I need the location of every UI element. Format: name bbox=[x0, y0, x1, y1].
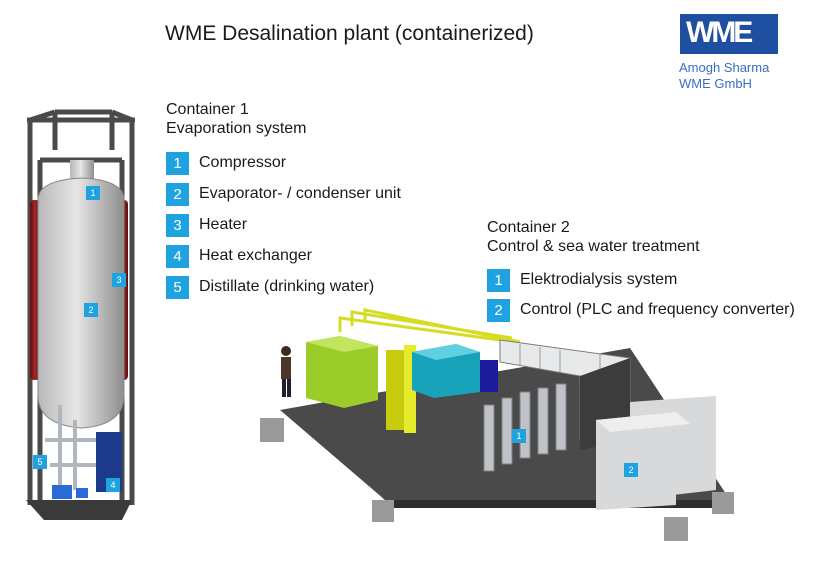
tag-compressor: 1 bbox=[86, 186, 100, 200]
cyan-tank bbox=[412, 344, 480, 398]
author-name: Amogh Sharma bbox=[679, 60, 770, 75]
tag-control: 2 bbox=[624, 463, 638, 477]
legend-item: 2 Control (PLC and frequency converter) bbox=[487, 298, 795, 322]
heater-left bbox=[30, 200, 40, 380]
tower-base bbox=[26, 500, 132, 520]
tag-heater: 3 bbox=[112, 273, 126, 287]
container-floor-edge bbox=[385, 500, 730, 508]
foot bbox=[712, 492, 734, 514]
legend-item: 1 Elektrodialysis system bbox=[487, 268, 795, 292]
tag-electrodialysis: 1 bbox=[512, 429, 526, 443]
wall-panels bbox=[499, 339, 631, 441]
tag-distillate: 5 bbox=[33, 455, 47, 469]
heater-right bbox=[118, 200, 128, 380]
legend-label: Compressor bbox=[199, 154, 287, 171]
outlet-valve bbox=[76, 488, 88, 498]
tag-heat-exchanger: 4 bbox=[106, 478, 120, 492]
container1-subheading: Evaporation system bbox=[166, 120, 307, 137]
number-badge: 2 bbox=[166, 182, 189, 206]
company-name: WME GmbH bbox=[679, 76, 752, 91]
page-title: WME Desalination plant (containerized) bbox=[165, 22, 534, 45]
distillate-pump bbox=[52, 485, 72, 499]
compressor bbox=[70, 160, 94, 188]
number-badge: 3 bbox=[166, 213, 189, 237]
logo-text: WME bbox=[686, 16, 753, 49]
container-floor bbox=[280, 348, 730, 500]
container1-legend: Container 1 Evaporation system 1 Compres… bbox=[166, 100, 401, 299]
number-badge: 1 bbox=[487, 268, 510, 292]
legend-item: 5 Distillate (drinking water) bbox=[166, 275, 401, 299]
wme-logo: WME bbox=[680, 14, 778, 54]
number-badge: 5 bbox=[166, 275, 189, 299]
person-figure bbox=[281, 346, 291, 397]
container2-heading: Container 2 bbox=[487, 219, 570, 236]
tower-frame bbox=[27, 109, 135, 510]
feed-tank bbox=[306, 336, 378, 408]
container1-heading: Container 1 bbox=[166, 101, 249, 118]
legend-item: 2 Evaporator- / condenser unit bbox=[166, 182, 401, 206]
legend-label: Evaporator- / condenser unit bbox=[199, 185, 401, 202]
legend-item: 1 Compressor bbox=[166, 151, 401, 175]
tag-evaporator: 2 bbox=[84, 303, 98, 317]
legend-label: Distillate (drinking water) bbox=[199, 278, 375, 295]
foot bbox=[372, 500, 394, 522]
number-badge: 4 bbox=[166, 244, 189, 268]
legend-label: Heater bbox=[199, 216, 248, 233]
control-cabinet-back bbox=[630, 396, 716, 500]
blue-pump bbox=[480, 360, 498, 392]
legend-label: Elektrodialysis system bbox=[520, 271, 678, 288]
legend-item: 3 Heater bbox=[166, 213, 401, 237]
electrodialysis-stacks bbox=[483, 383, 567, 472]
foot bbox=[260, 418, 284, 442]
container2-legend: Container 2 Control & sea water treatmen… bbox=[487, 218, 795, 322]
legend-item: 4 Heat exchanger bbox=[166, 244, 401, 268]
evaporator-tank bbox=[37, 177, 125, 429]
container2-subheading: Control & sea water treatment bbox=[487, 238, 700, 255]
logo-credit: Amogh Sharma WME GmbH bbox=[679, 60, 769, 92]
number-badge: 2 bbox=[487, 298, 510, 322]
treatment-column bbox=[386, 350, 410, 430]
number-badge: 1 bbox=[166, 151, 189, 175]
control-cabinet bbox=[596, 412, 676, 510]
foot bbox=[664, 517, 688, 541]
legend-label: Heat exchanger bbox=[199, 247, 312, 264]
end-wall bbox=[580, 358, 630, 450]
legend-label: Control (PLC and frequency converter) bbox=[520, 301, 795, 318]
